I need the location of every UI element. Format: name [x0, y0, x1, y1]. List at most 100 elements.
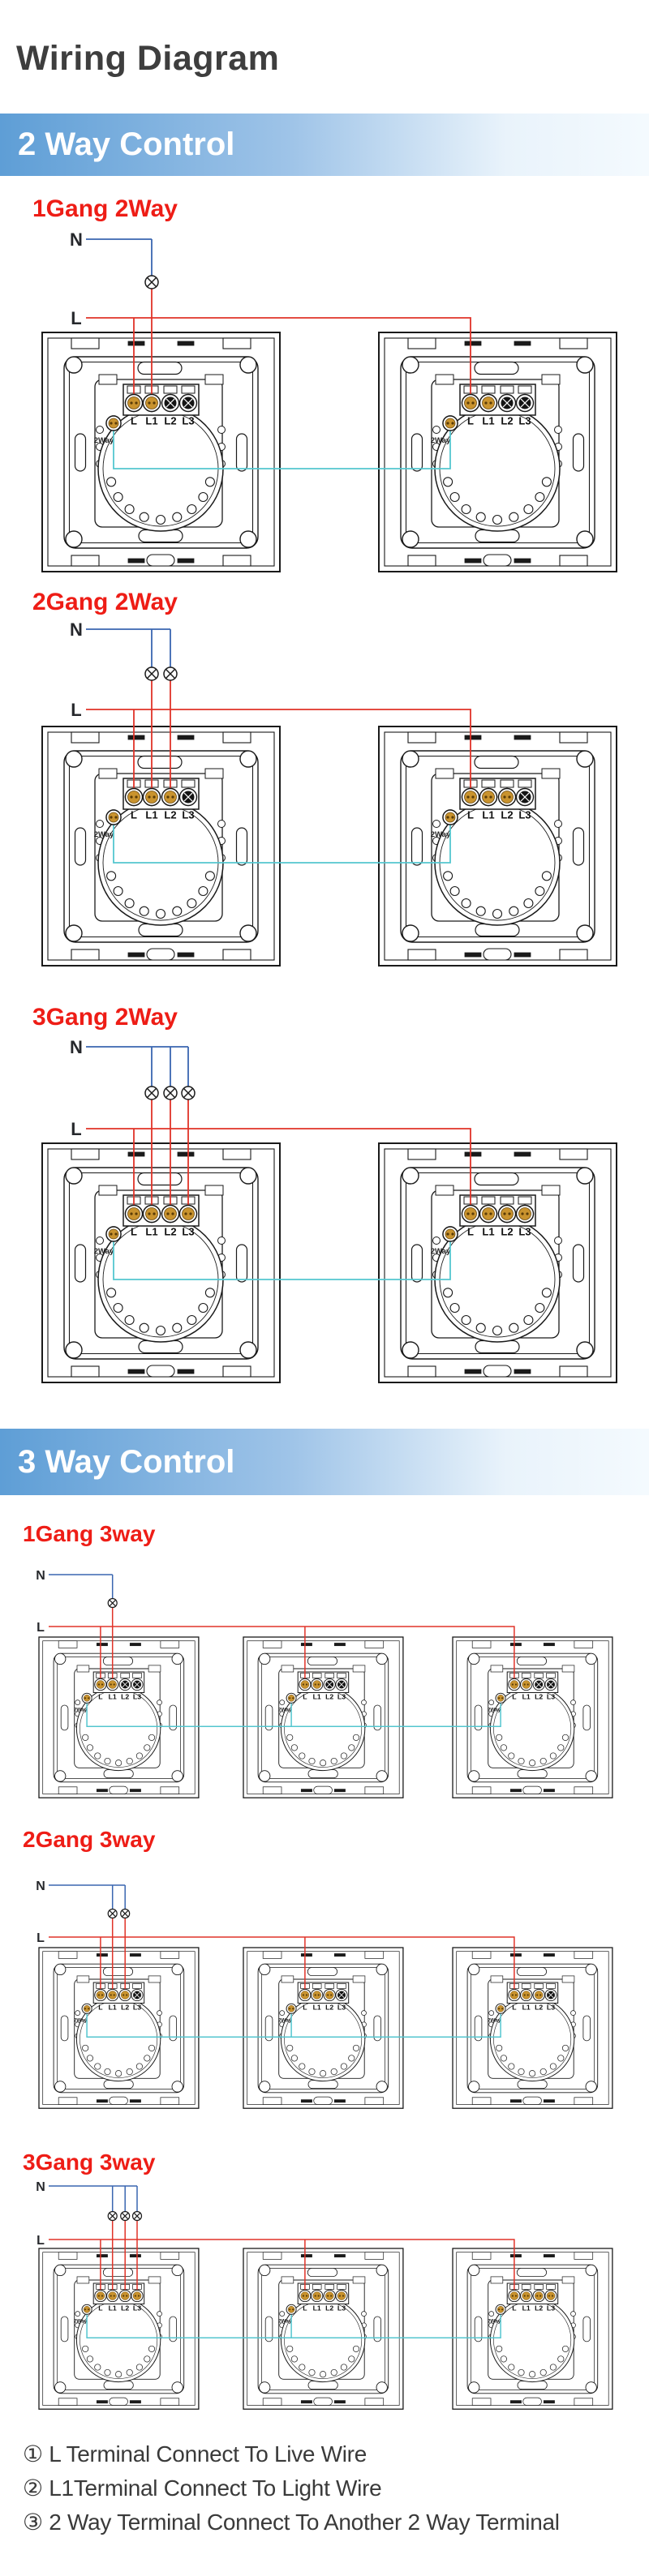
terminal-label: L2 [121, 2304, 129, 2312]
switch-back-panel: L L1 L2 L3 2Way [41, 332, 281, 572]
terminal-label: L2 [535, 1692, 543, 1700]
terminal-label: L3 [133, 1692, 141, 1700]
neutral-label: N [36, 1569, 45, 1583]
neutral-wire [49, 1574, 114, 1599]
traveler-wire [113, 1234, 451, 1280]
terminal-label: L2 [501, 809, 513, 821]
two-way-terminal-label: 2Way [431, 436, 451, 445]
lamp-icons [107, 1908, 131, 1919]
two-way-terminal-label: 2Way [74, 2318, 88, 2324]
terminal-label: L [512, 1692, 517, 1700]
terminal-label: L1 [313, 2304, 321, 2312]
diagram-label-2gang-2way: 2Gang 2Way [32, 589, 178, 615]
footnote-2: ② L1Terminal Connect To Light Wire [23, 2475, 382, 2501]
terminal-label: L1 [482, 809, 494, 821]
live-label: L [37, 2234, 45, 2248]
terminal-label: L [303, 1692, 307, 1700]
two-way-terminal-label: 2Way [94, 1247, 114, 1256]
terminal-label: L1 [522, 1692, 531, 1700]
diagram-label-1gang-3way: 1Gang 3way [23, 1521, 156, 1546]
terminal-label: L1 [145, 1226, 157, 1238]
two-way-terminal-label: 2Way [74, 1707, 88, 1712]
two-way-terminal-label: 2Way [488, 1707, 501, 1712]
live-wire [86, 289, 471, 403]
diagram-label-1gang-2way: 1Gang 2Way [32, 195, 178, 222]
neutral-wire [86, 628, 171, 667]
live-label: L [37, 1621, 45, 1635]
footnote-3: ③ 2 Way Terminal Connect To Another 2 Wa… [23, 2510, 560, 2535]
terminal-label: L1 [109, 2304, 117, 2312]
terminal-label: L2 [325, 2304, 333, 2312]
terminal-label: L [98, 2304, 103, 2312]
terminal-label: L [131, 809, 137, 821]
terminal-label: L2 [164, 809, 176, 821]
terminal-label: L2 [121, 2003, 129, 2011]
page-title: Wiring Diagram [16, 39, 280, 78]
terminal-label: L1 [145, 415, 157, 427]
live-label: L [71, 308, 81, 328]
section-header-2-way-control: 2 Way Control [0, 114, 649, 176]
terminal-label: L1 [522, 2003, 531, 2011]
footnote-1: ① L Terminal Connect To Live Wire [23, 2441, 367, 2467]
lamp-icons [107, 2210, 143, 2222]
section-header-text: 2 Way Control [18, 126, 235, 162]
terminal-label: L [131, 1226, 137, 1238]
terminal-label: L1 [482, 1226, 494, 1238]
terminal-label: L2 [501, 415, 513, 427]
neutral-wire [49, 2185, 138, 2212]
terminal-label: L [303, 2003, 307, 2011]
terminal-label: L1 [313, 2003, 321, 2011]
lamp-icons [144, 667, 178, 681]
terminal-label: L2 [325, 1692, 333, 1700]
terminal-label: L [131, 415, 137, 427]
traveler-wire [113, 423, 451, 469]
terminal-label: L [303, 2304, 307, 2312]
terminal-label: L2 [164, 1226, 176, 1238]
diagram-label-3gang-2way: 3Gang 2Way [32, 1004, 178, 1031]
two-way-terminal-label: 2Way [94, 436, 114, 445]
terminal-label: L1 [145, 809, 157, 821]
section-header-text: 3 Way Control [18, 1444, 235, 1480]
neutral-label: N [36, 1879, 45, 1893]
terminal-label: L3 [133, 2003, 141, 2011]
terminal-label: L3 [182, 809, 194, 821]
two-way-terminal-label: 2Way [278, 1707, 292, 1712]
live-label: L [71, 700, 81, 720]
live-wire [86, 1099, 471, 1214]
terminal-label: L2 [501, 1226, 513, 1238]
section-header-3-way-control: 3 Way Control [0, 1429, 649, 1495]
diagram-label-3gang-3way: 3Gang 3way [23, 2150, 156, 2175]
terminal-label: L1 [109, 2003, 117, 2011]
two-way-terminal-label: 2Way [431, 1247, 451, 1256]
terminal-label: L3 [182, 415, 194, 427]
terminal-label: L [467, 809, 474, 821]
terminal-label: L2 [164, 415, 176, 427]
terminal-label: L3 [547, 2304, 555, 2312]
terminal-label: L1 [522, 2304, 531, 2312]
neutral-wire [49, 1884, 126, 1909]
terminal-label: L1 [109, 1692, 117, 1700]
neutral-label: N [70, 1037, 83, 1057]
terminal-label: L3 [518, 415, 531, 427]
two-way-terminal-label: 2Way [488, 2017, 501, 2023]
diagram-label-2gang-3way: 2Gang 3way [23, 1827, 156, 1852]
terminal-label: L2 [325, 2003, 333, 2011]
terminal-label: L3 [337, 2304, 346, 2312]
terminal-label: L [512, 2003, 517, 2011]
terminal-label: L [512, 2304, 517, 2312]
two-way-terminal-label: 2Way [278, 2017, 292, 2023]
live-wire [86, 680, 471, 797]
terminal-label: L1 [313, 1692, 321, 1700]
terminal-label: L [467, 415, 474, 427]
